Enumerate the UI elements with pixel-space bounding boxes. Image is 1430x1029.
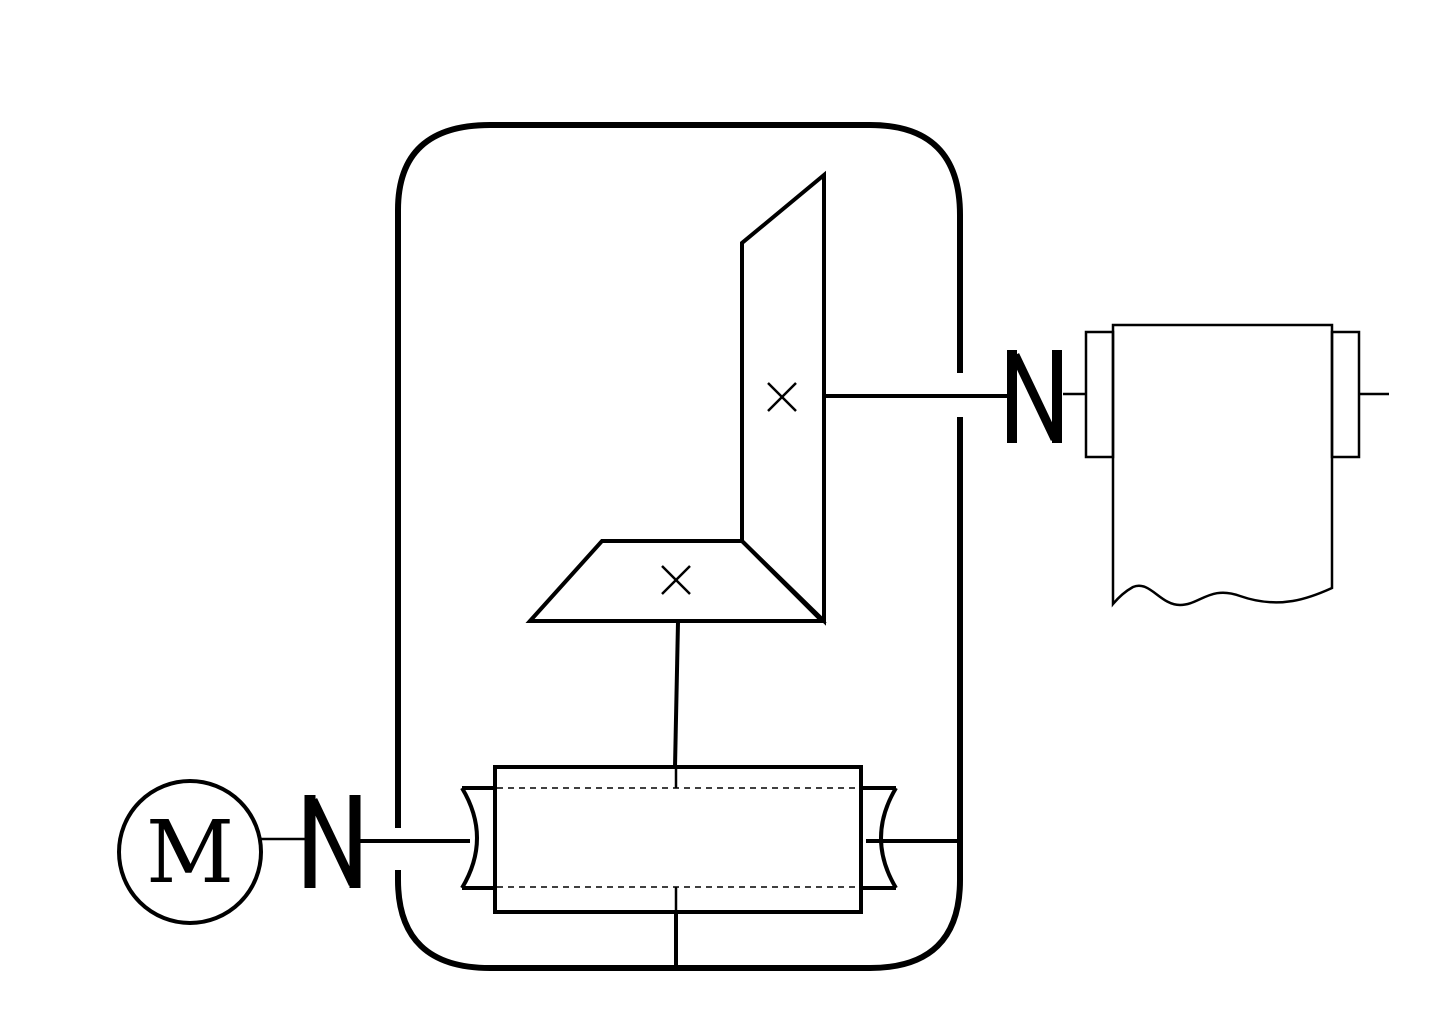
bevel-wheel	[740, 170, 826, 626]
electric-motor: M	[117, 779, 263, 925]
vertical-shaft	[673, 621, 680, 768]
bevel-pinion-x-b	[661, 565, 691, 595]
motor-label: M	[146, 803, 234, 903]
worm-gear	[493, 765, 863, 914]
output-coupling	[1007, 350, 1062, 443]
conveyor-drum	[1084, 323, 1389, 608]
housing-upper-outline	[395, 122, 963, 828]
drum-left-flange	[1084, 330, 1115, 459]
drum-belt	[1111, 323, 1334, 608]
bevel-wheel-x-b	[767, 382, 797, 412]
bevel-wheel-body	[740, 170, 826, 626]
drum-right-flange	[1330, 330, 1361, 459]
worm-left-bearing	[460, 786, 495, 890]
motor-circle	[117, 779, 263, 925]
bevel-pinion	[525, 539, 827, 623]
input-coupling	[304, 795, 361, 888]
housing-lower-outline	[395, 417, 963, 971]
gearbox-housing	[395, 122, 963, 971]
worm-right-bearing	[861, 786, 898, 890]
